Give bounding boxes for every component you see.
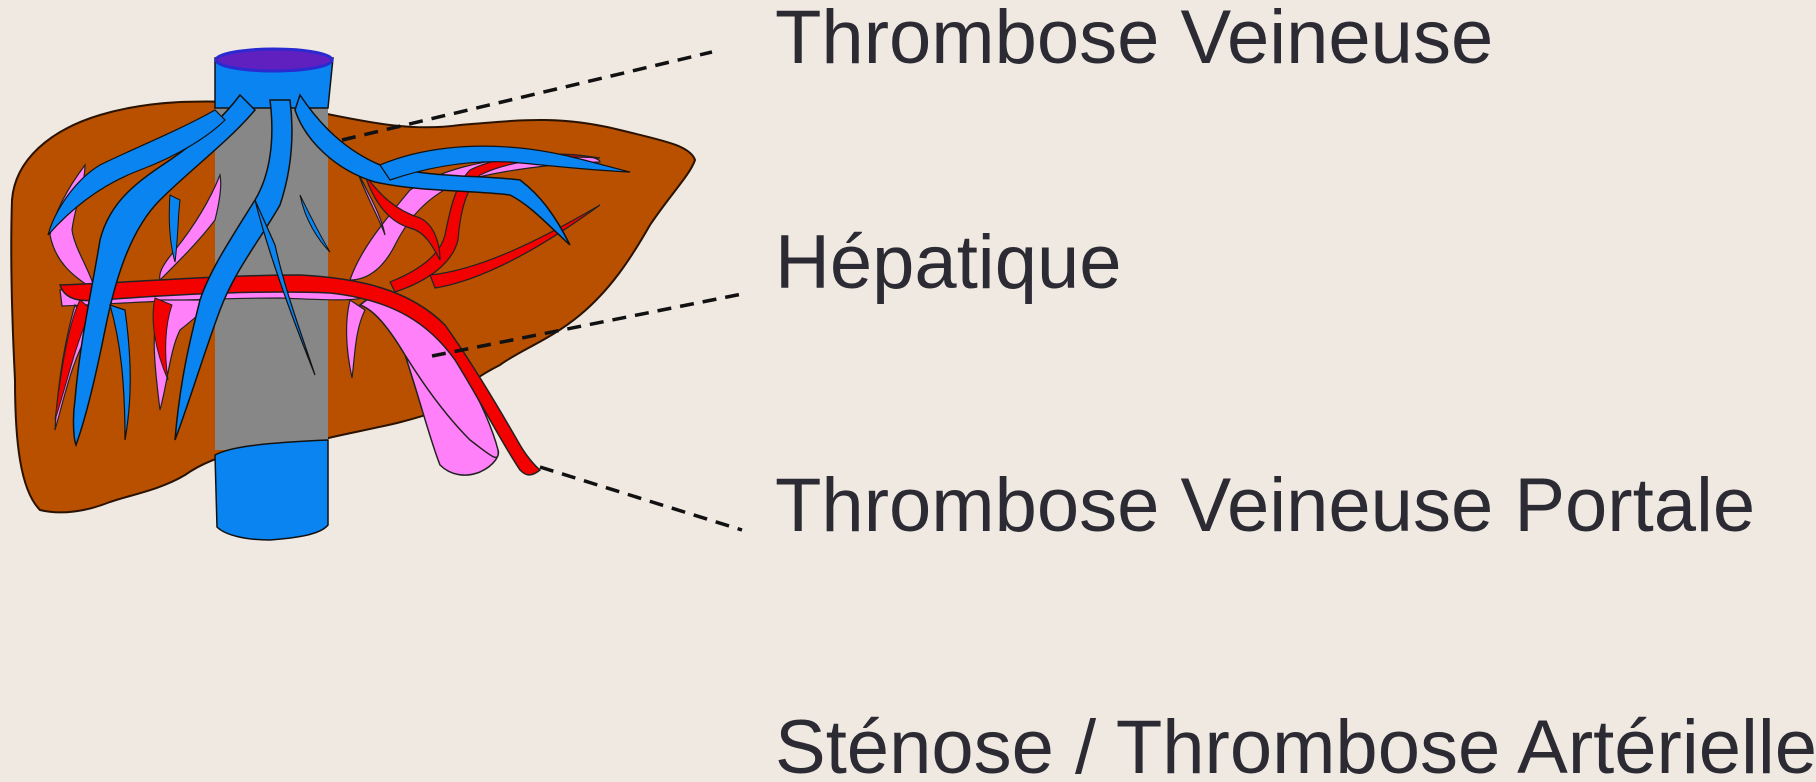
leader-line-artery: [540, 467, 742, 530]
vena-cava-bottom: [215, 440, 328, 540]
label-arterial-stenosis-thrombosis: Sténose / Thrombose Artérielle: [775, 710, 1816, 782]
label-hepatic-vein-thrombosis-line1: Thrombose Veineuse: [775, 0, 1493, 76]
vena-cava-opening: [216, 49, 332, 71]
label-hepatic-vein-thrombosis-line2: Hépatique: [775, 225, 1122, 301]
label-portal-vein-thrombosis: Thrombose Veineuse Portale: [775, 468, 1755, 544]
